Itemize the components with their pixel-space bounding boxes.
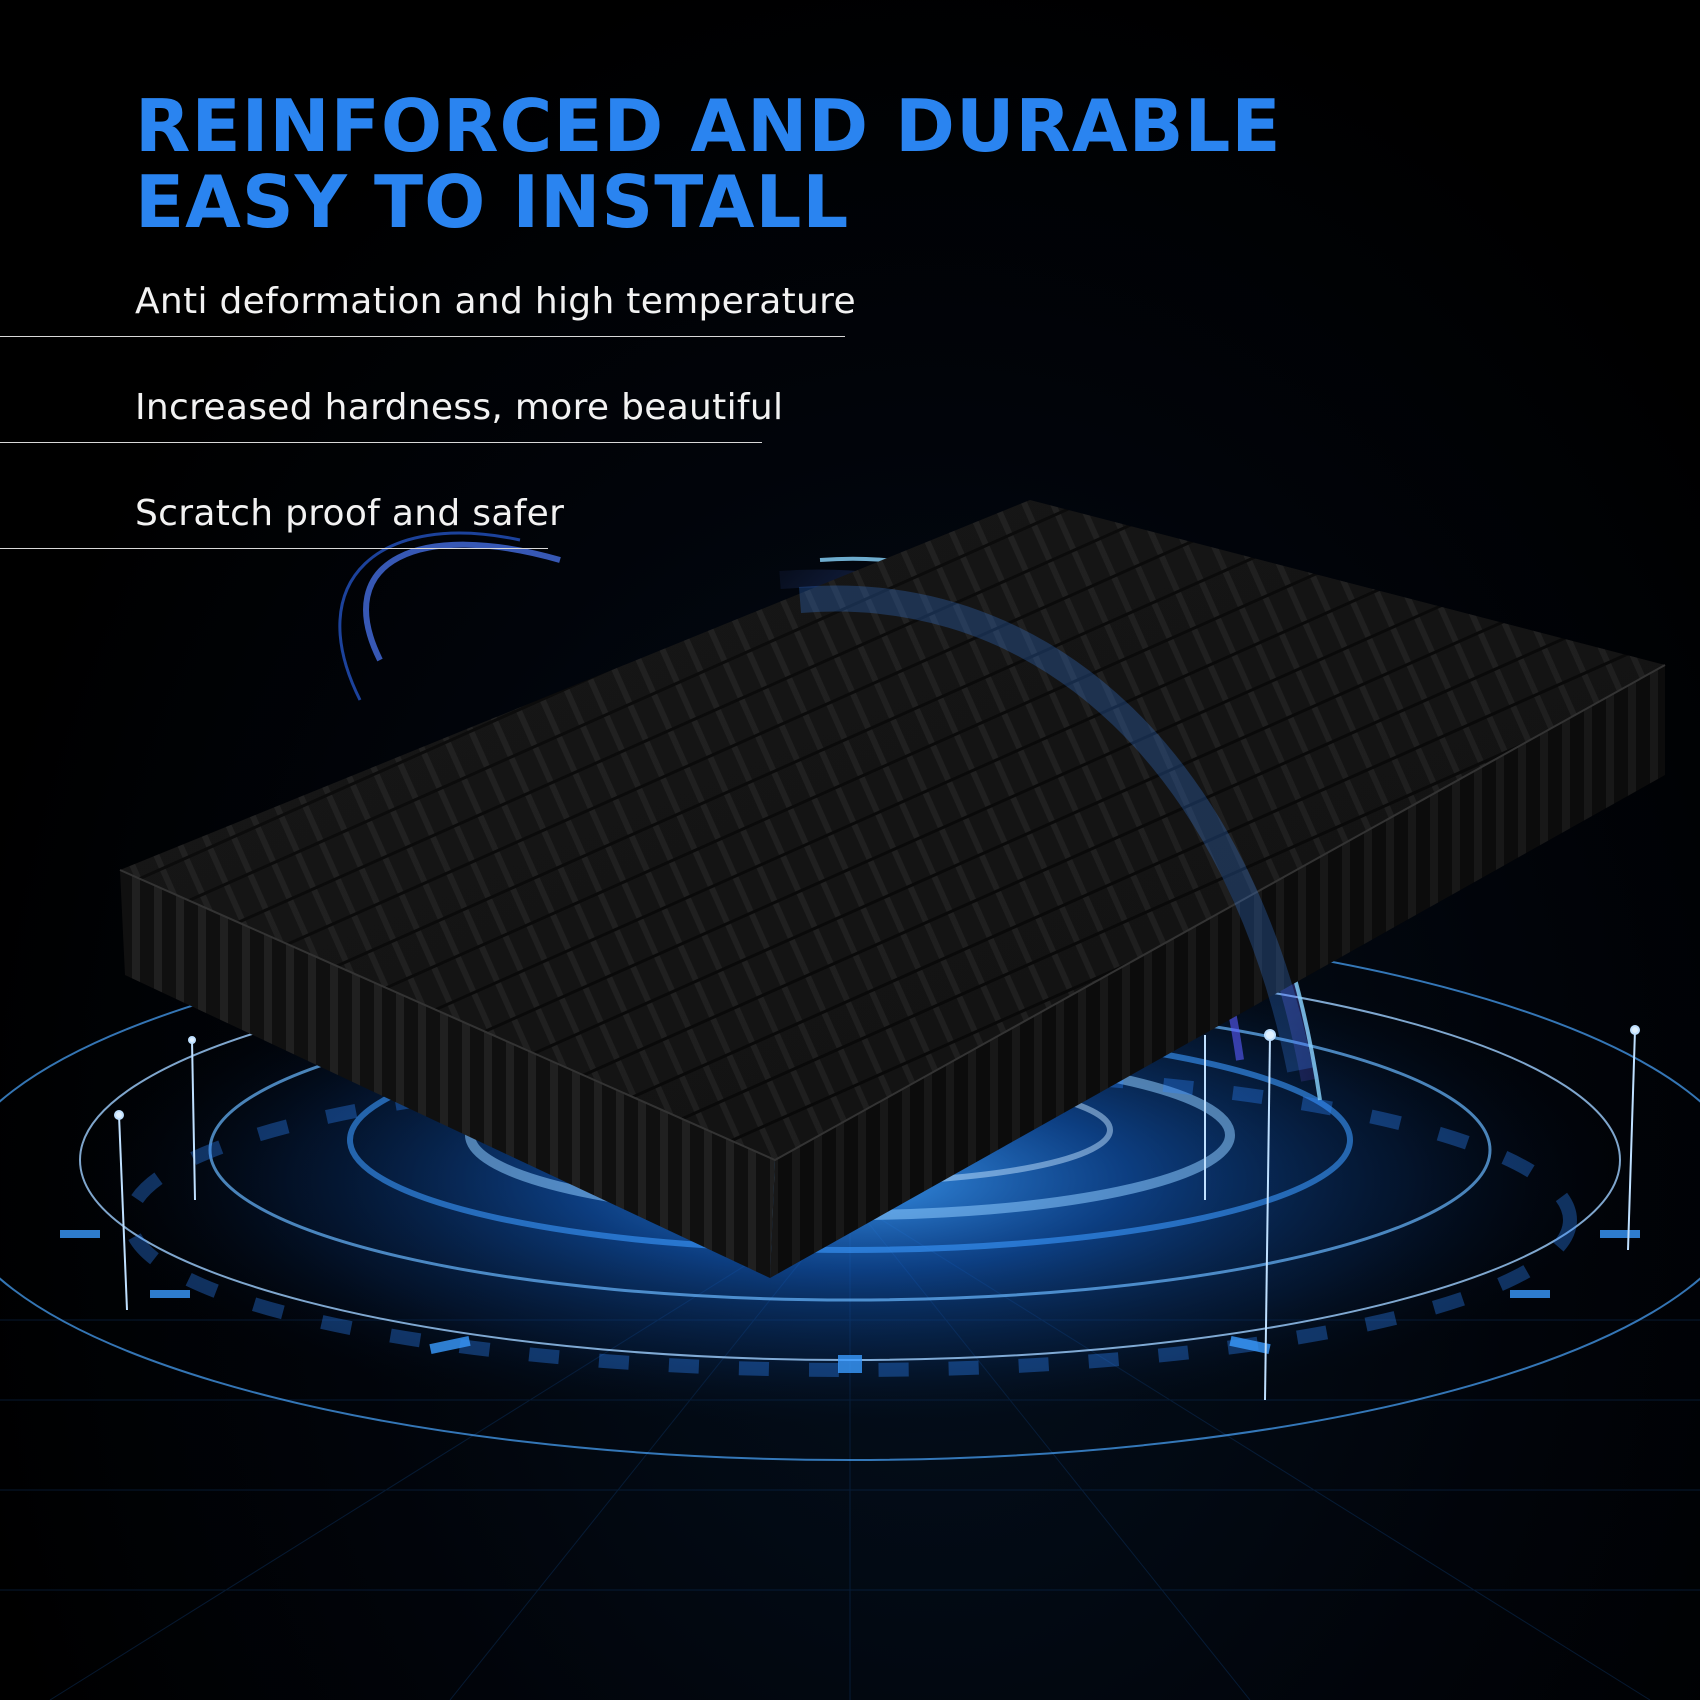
feature-item: Scratch proof and safer [0,492,564,552]
feature-item: Anti deformation and high temperature [0,280,856,340]
feature-text: Anti deformation and high temperature [135,281,856,322]
headline-line-1: REINFORCED AND DURABLE [135,84,1282,168]
headline: REINFORCED AND DURABLE EASY TO INSTALL [135,88,1282,240]
heatsink-image [119,500,1666,1278]
feature-divider [0,442,762,443]
feature-divider [0,336,845,337]
feature-text: Scratch proof and safer [135,493,565,534]
hud-pins [114,1025,1640,1401]
headline-line-2: EASY TO INSTALL [135,160,850,244]
hud-ticks [60,1230,1640,1373]
feature-text: Increased hardness, more beautiful [135,387,784,428]
feature-divider [0,548,548,549]
feature-item: Increased hardness, more beautiful [0,386,783,446]
